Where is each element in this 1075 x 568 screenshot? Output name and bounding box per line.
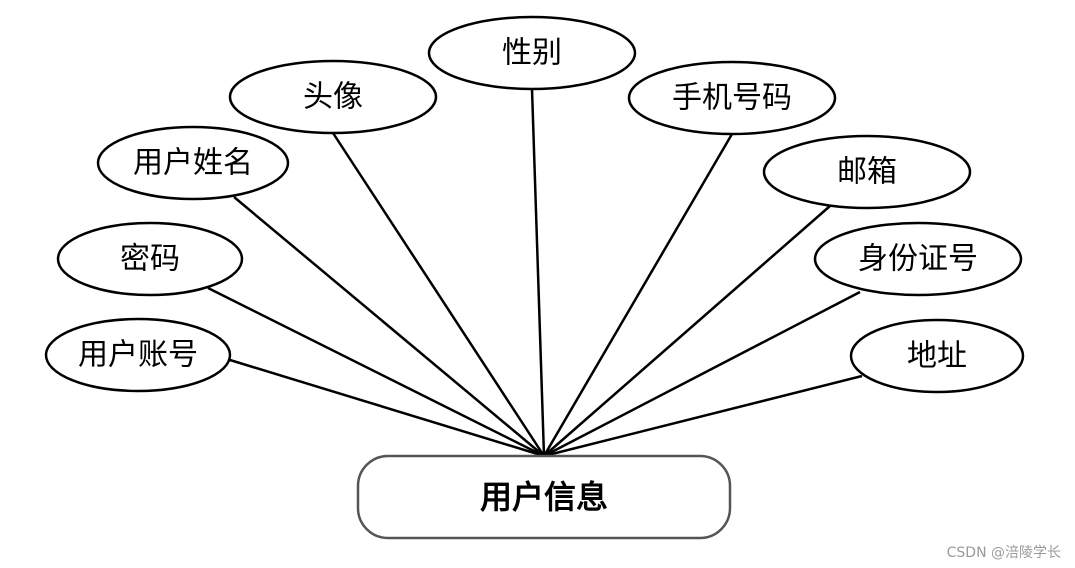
connector-lines [207,88,863,458]
attribute-idcard: 身份证号 [813,221,1023,297]
attribute-avatar: 头像 [228,59,438,135]
attribute-ellipse-idcard [813,221,1023,297]
attribute-name: 用户姓名 [96,125,290,201]
attribute-address: 地址 [849,318,1025,394]
connector-idcard [543,290,861,458]
attribute-label-phone: 手机号码 [672,81,792,116]
entity-node: 用户信息 [356,454,732,540]
connector-password [207,286,545,458]
connector-name [233,196,545,457]
connector-phone [542,133,734,457]
connector-address [543,374,863,458]
attribute-ellipse-name [96,125,290,201]
entity-box [356,454,732,540]
attribute-ellipse-username [44,317,232,393]
attribute-label-email: 邮箱 [837,155,897,190]
attribute-label-avatar: 头像 [303,80,363,115]
connector-username [229,358,545,458]
attribute-label-idcard: 身份证号 [858,242,978,277]
entity-label: 用户信息 [480,478,608,516]
attribute-label-password: 密码 [120,242,180,277]
attribute-ellipse-avatar [228,59,438,135]
attribute-label-name: 用户姓名 [133,146,253,181]
attribute-label-gender: 性别 [502,36,562,71]
attribute-phone: 手机号码 [627,60,837,136]
watermark: CSDN @涪陵学长 [946,545,1061,561]
attribute-gender: 性别 [427,15,637,91]
attribute-email: 邮箱 [762,134,972,210]
attribute-password: 密码 [56,221,244,297]
attribute-ellipse-phone [627,60,837,136]
attribute-ellipse-email [762,134,972,210]
attribute-username: 用户账号 [44,317,232,393]
connector-gender [530,88,546,457]
attribute-ellipse-password [56,221,244,297]
attribute-ellipse-address [849,318,1025,394]
attribute-label-address: 地址 [907,339,967,374]
attribute-label-username: 用户账号 [78,338,198,373]
connector-email [543,205,831,457]
attribute-ellipse-gender [427,15,637,91]
connector-avatar [331,132,546,457]
